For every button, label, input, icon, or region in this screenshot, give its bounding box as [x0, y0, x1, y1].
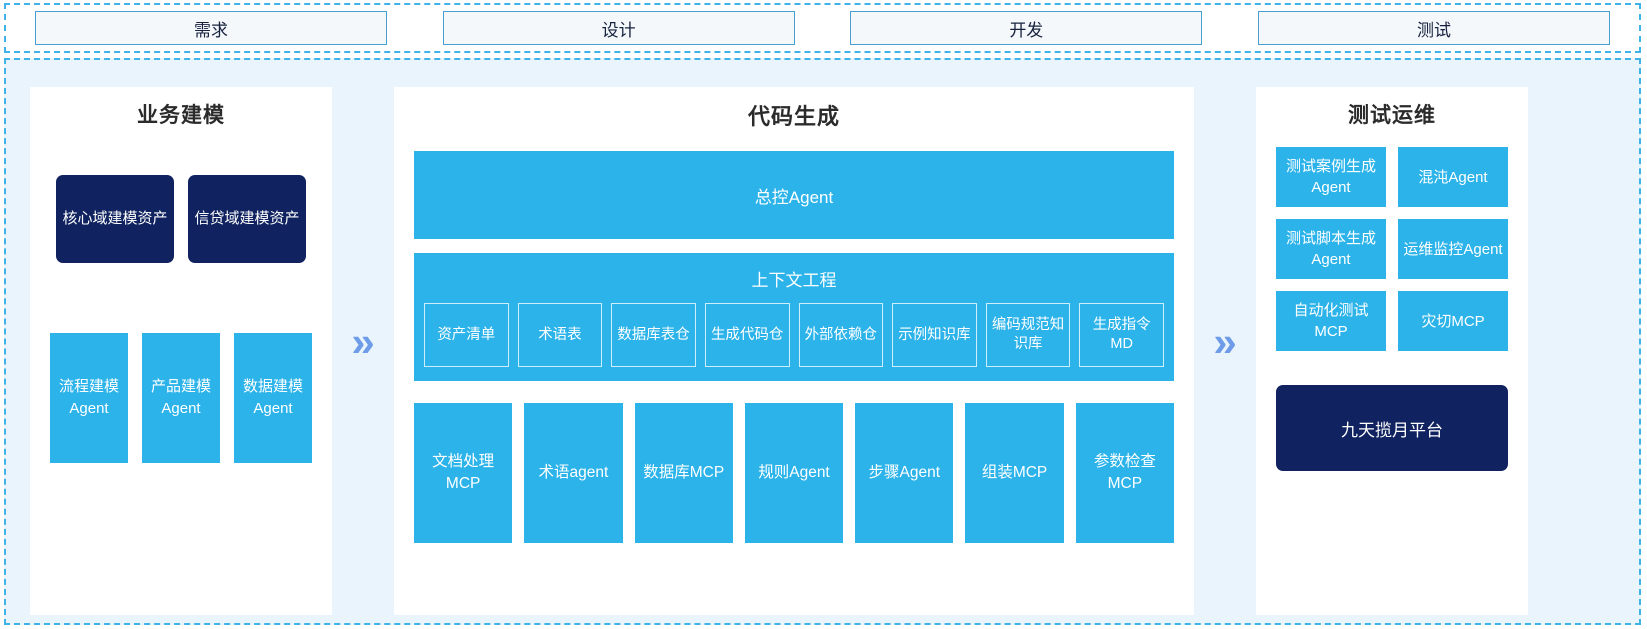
test-card-chaos-agent[interactable]: 混沌Agent	[1398, 147, 1508, 207]
context-engineering-title: 上下文工程	[751, 271, 837, 290]
context-item-label: 外部依赖仓	[804, 326, 878, 343]
test-card-automation-test-mcp[interactable]: 自动化测试MCP	[1276, 291, 1386, 351]
asset-card-credit-domain[interactable]: 信贷域建模资产	[188, 175, 306, 263]
test-card-label: 混沌Agent	[1418, 168, 1488, 186]
master-agent-label: 总控Agent	[754, 187, 834, 207]
agent-card-label: 数据建模Agent	[242, 378, 303, 417]
context-item-db-table-repo[interactable]: 数据库表仓	[611, 303, 696, 367]
test-card-label: 自动化测试MCP	[1293, 302, 1369, 340]
context-item-list: 资产清单 术语表 数据库表仓 生成代码仓 外部依赖仓 示例知	[414, 303, 1174, 367]
phase-label: 设计	[601, 20, 636, 40]
agent-card-data-modeling[interactable]: 数据建模Agent	[234, 333, 312, 463]
context-item-coding-standard-knowledge-base[interactable]: 编码规范知识库	[985, 303, 1071, 367]
test-card-label: 运维监控Agent	[1403, 240, 1503, 258]
platform-card-label: 九天揽月平台	[1341, 420, 1443, 440]
context-item-label: 示例知识库	[898, 326, 971, 343]
tool-card-glossary-agent[interactable]: 术语agent	[524, 403, 623, 543]
tool-card-assembly-mcp[interactable]: 组装MCP	[965, 403, 1064, 543]
platform-card-jiutian-lanyue[interactable]: 九天揽月平台	[1276, 385, 1508, 471]
test-card-ops-monitoring-agent[interactable]: 运维监控Agent	[1398, 219, 1508, 279]
business-asset-row: 核心域建模资产 信贷域建模资产	[30, 175, 332, 263]
agent-card-label: 流程建模Agent	[58, 378, 119, 417]
test-card-label: 灾切MCP	[1421, 312, 1485, 330]
tool-card-label: 数据库MCP	[643, 463, 725, 481]
phase-label: 开发	[1009, 20, 1044, 40]
context-item-label: 生成代码仓	[710, 326, 784, 343]
tool-card-document-processing-mcp[interactable]: 文档处理MCP	[414, 403, 513, 543]
tool-card-database-mcp[interactable]: 数据库MCP	[634, 403, 733, 543]
chevron-glyph: »	[351, 317, 375, 365]
context-item-glossary[interactable]: 术语表	[517, 303, 603, 367]
asset-card-label: 核心域建模资产	[62, 209, 168, 227]
panel-business-modeling: 业务建模 核心域建模资产 信贷域建模资产 流程建模Agent 产品建模Agent…	[30, 87, 332, 615]
test-card-label: 测试案例生成Agent	[1285, 158, 1376, 196]
agent-card-label: 产品建模Agent	[150, 378, 211, 417]
phase-item-testing[interactable]: 测试	[1257, 11, 1610, 45]
phase-item-requirements[interactable]: 需求	[35, 11, 387, 45]
phase-label: 需求	[194, 20, 228, 40]
test-card-case-generation-agent[interactable]: 测试案例生成Agent	[1276, 147, 1386, 207]
master-agent-bar[interactable]: 总控Agent	[414, 151, 1174, 239]
phase-item-design[interactable]: 设计	[442, 11, 795, 45]
panel-test-ops: 测试运维 测试案例生成Agent 混沌Agent 测试脚本生成Agent 运维监…	[1256, 87, 1528, 615]
tool-card-label: 组装MCP	[981, 463, 1048, 481]
tool-card-label: 术语agent	[538, 463, 609, 481]
phase-item-development[interactable]: 开发	[850, 11, 1203, 45]
context-item-generated-code-repo[interactable]: 生成代码仓	[704, 303, 790, 367]
context-item-label: 生成指令MD	[1092, 317, 1151, 352]
context-item-label: 资产清单	[437, 326, 496, 343]
business-agent-row: 流程建模Agent 产品建模Agent 数据建模Agent	[30, 333, 332, 463]
test-ops-card-grid: 测试案例生成Agent 混沌Agent 测试脚本生成Agent 运维监控Agen…	[1256, 147, 1528, 351]
panel-title-code-generation: 代码生成	[747, 104, 840, 129]
panel-code-generation: 代码生成 总控Agent 上下文工程 资产清单 术语表 数据库表仓	[394, 87, 1194, 615]
test-card-script-generation-agent[interactable]: 测试脚本生成Agent	[1276, 219, 1386, 279]
chevron-right-icon-1: »	[332, 60, 394, 623]
context-item-generation-instruction-md[interactable]: 生成指令MD	[1079, 303, 1164, 367]
asset-card-core-domain[interactable]: 核心域建模资产	[56, 175, 174, 263]
context-item-example-knowledge-base[interactable]: 示例知识库	[892, 303, 977, 367]
tool-card-rule-agent[interactable]: 规则Agent	[744, 403, 844, 543]
context-item-label: 数据库表仓	[617, 326, 690, 343]
test-card-disaster-switch-mcp[interactable]: 灾切MCP	[1398, 291, 1508, 351]
context-engineering-box: 上下文工程 资产清单 术语表 数据库表仓 生成代码仓 外部依赖仓	[414, 253, 1174, 381]
tool-card-step-agent[interactable]: 步骤Agent	[855, 403, 954, 543]
context-item-external-dependency-repo[interactable]: 外部依赖仓	[798, 303, 884, 367]
context-item-label: 编码规范知识库	[991, 317, 1065, 352]
tool-card-label: 文档处理MCP	[432, 452, 495, 492]
context-item-asset-list[interactable]: 资产清单	[424, 303, 509, 367]
tool-card-label: 规则Agent	[758, 463, 830, 481]
phase-bar: 需求 设计 开发 测试	[4, 3, 1641, 53]
agent-card-process-modeling[interactable]: 流程建模Agent	[50, 333, 128, 463]
chevron-right-icon-2: »	[1194, 60, 1256, 623]
agent-card-product-modeling[interactable]: 产品建模Agent	[142, 333, 220, 463]
panel-title-test-ops: 测试运维	[1348, 104, 1436, 127]
chevron-glyph: »	[1213, 317, 1237, 365]
asset-card-label: 信贷域建模资产	[194, 209, 300, 227]
phase-label: 测试	[1416, 20, 1451, 40]
tool-card-label: 参数检查MCP	[1093, 452, 1156, 492]
test-card-label: 测试脚本生成Agent	[1285, 230, 1376, 268]
panel-title-business-modeling: 业务建模	[137, 104, 225, 127]
tool-card-parameter-check-mcp[interactable]: 参数检查MCP	[1075, 403, 1174, 543]
context-item-label: 术语表	[538, 326, 582, 343]
tool-card-label: 步骤Agent	[868, 463, 941, 481]
main-container: 业务建模 核心域建模资产 信贷域建模资产 流程建模Agent 产品建模Agent…	[4, 58, 1641, 625]
tool-card-row: 文档处理MCP 术语agent 数据库MCP 规则Agent 步骤Agent 组…	[414, 403, 1174, 543]
